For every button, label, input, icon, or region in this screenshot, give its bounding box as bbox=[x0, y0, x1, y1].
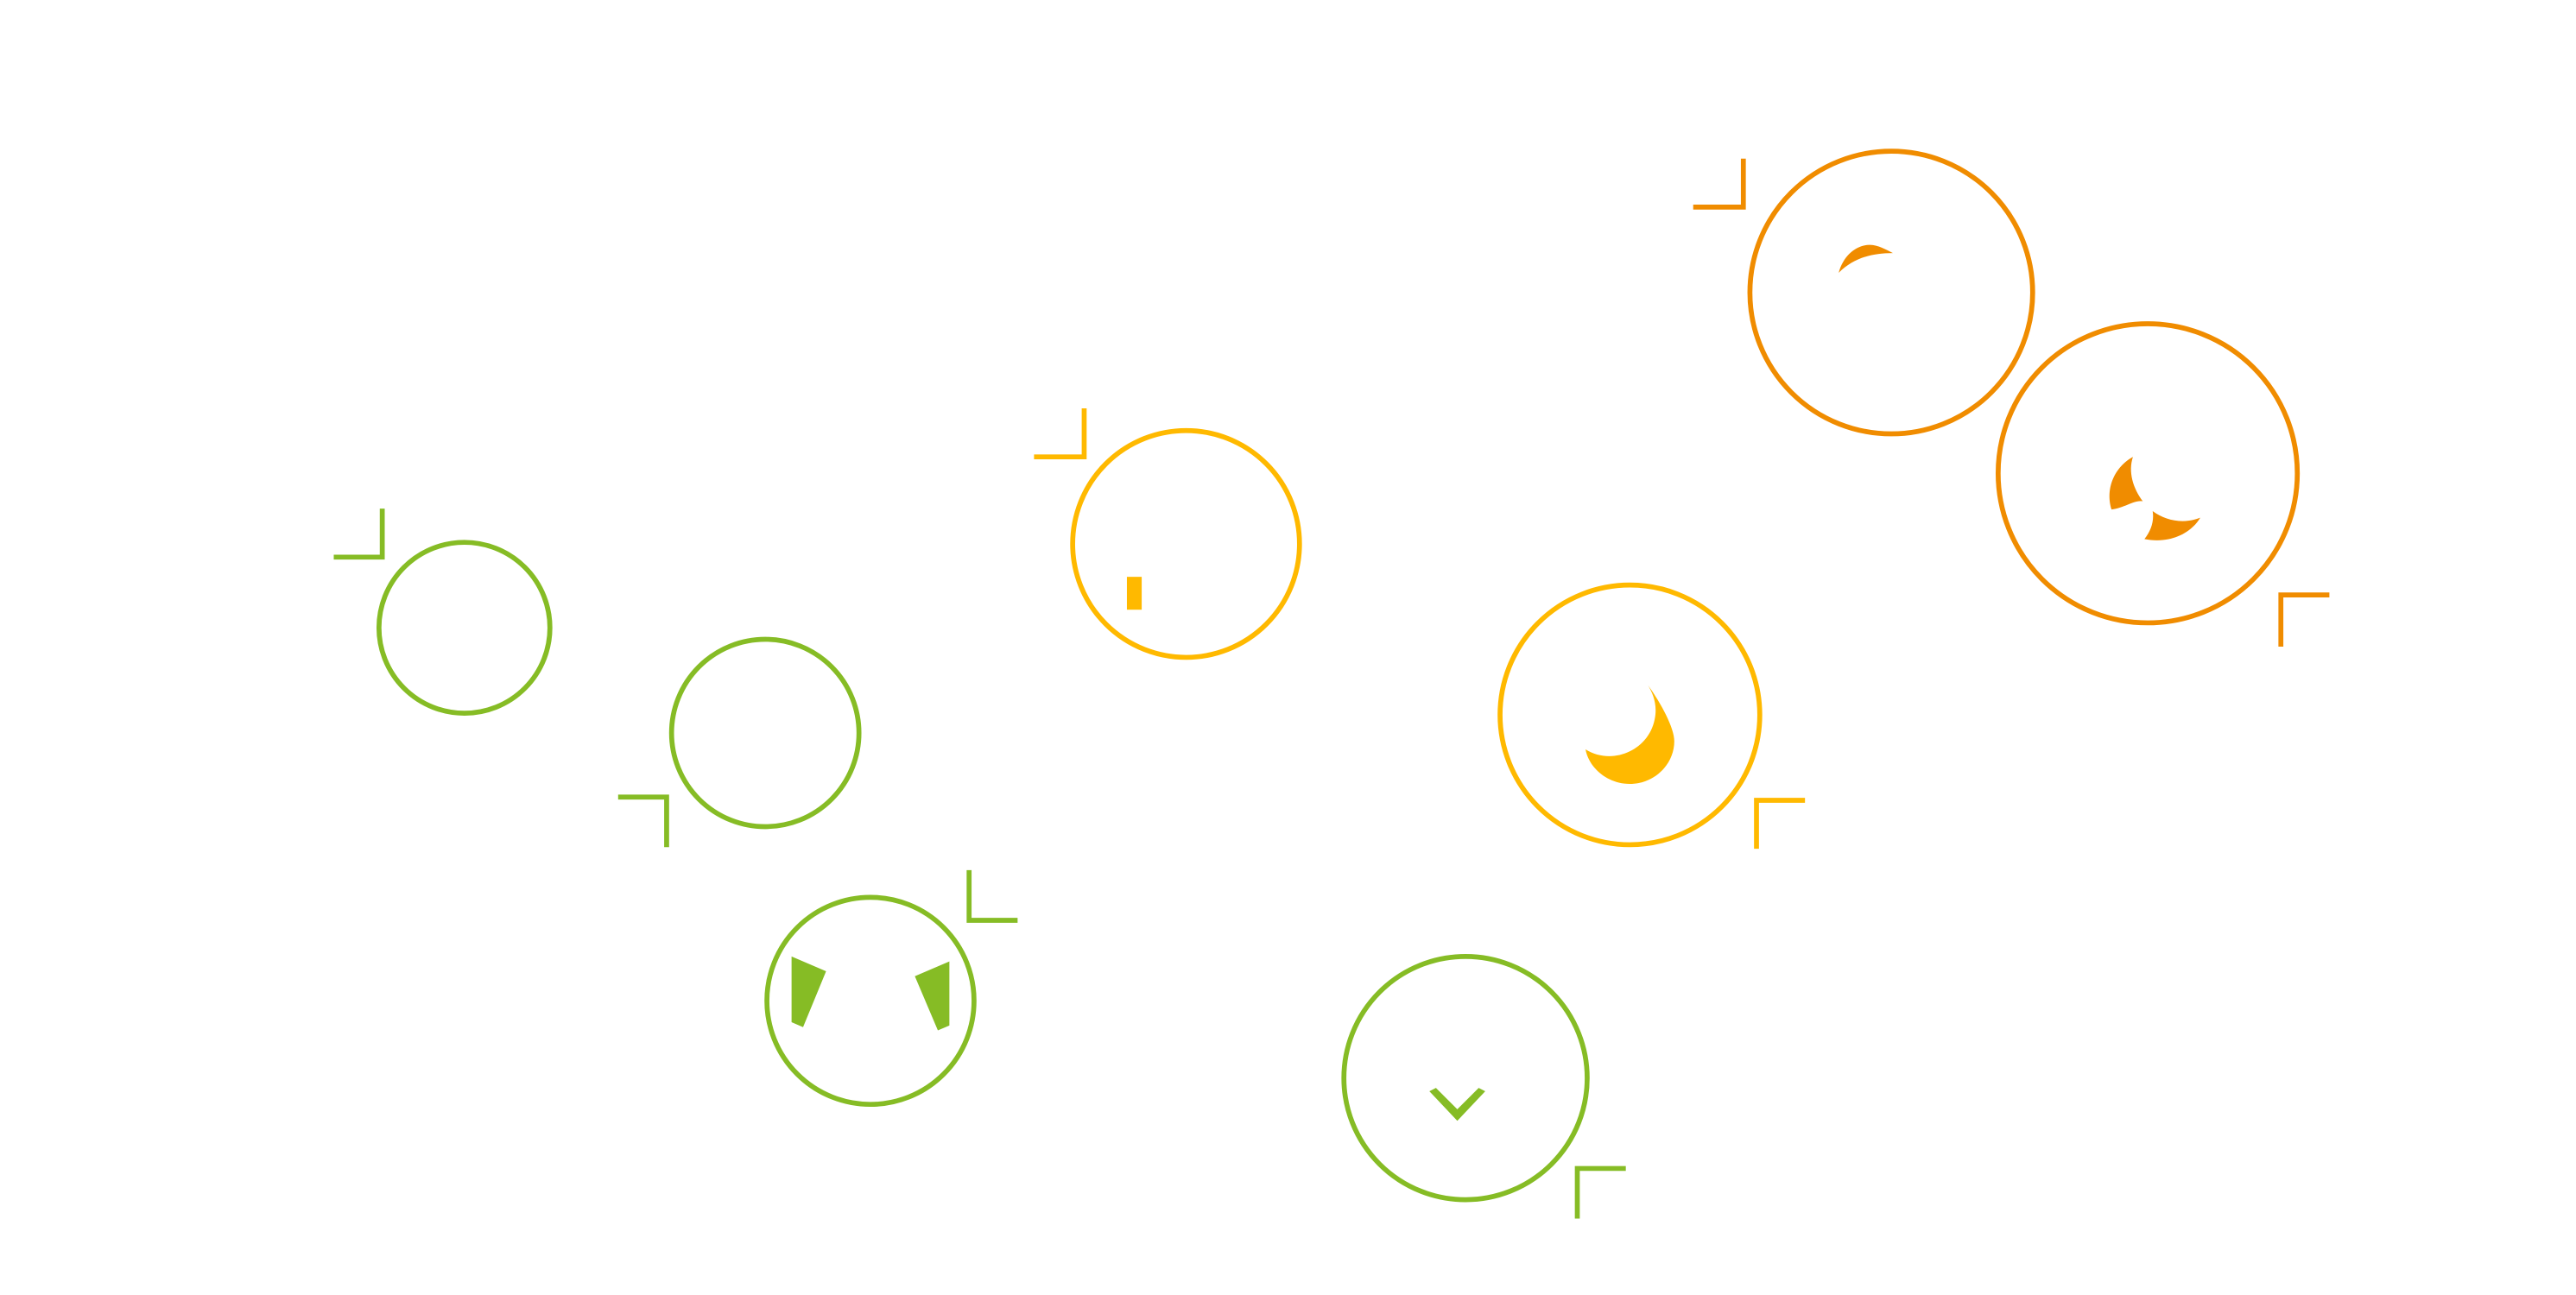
green-ring-1 bbox=[333, 509, 553, 716]
wedge-right-icon bbox=[915, 961, 950, 1031]
green-ring-2 bbox=[617, 636, 862, 848]
green-ring-1-corner bbox=[333, 509, 385, 560]
wedge-left-icon bbox=[791, 956, 826, 1027]
orange-ring-2 bbox=[1995, 321, 2330, 648]
yellow-ring-2 bbox=[1497, 582, 1806, 850]
orange-ring-2-circle bbox=[1995, 321, 2301, 626]
yin-yang-upper-fragment-icon bbox=[2109, 457, 2143, 510]
leaf-icon bbox=[1839, 244, 1894, 273]
green-ring-4-circle bbox=[1341, 954, 1590, 1203]
green-ring-4 bbox=[1341, 954, 1626, 1219]
orange-ring-2-corner bbox=[2278, 592, 2330, 648]
chevron-down-icon bbox=[1429, 1088, 1485, 1121]
green-ring-3-circle bbox=[764, 894, 977, 1108]
yellow-ring-1-circle bbox=[1070, 427, 1302, 660]
green-ring-2-corner bbox=[617, 794, 669, 848]
yellow-ring-1 bbox=[1034, 408, 1302, 660]
green-ring-3-corner bbox=[966, 869, 1018, 923]
orange-ring-1 bbox=[1693, 148, 2035, 437]
orange-ring-1-circle bbox=[1747, 148, 2035, 437]
green-ring-4-corner bbox=[1574, 1166, 1626, 1219]
yellow-ring-1-corner bbox=[1034, 408, 1087, 460]
yellow-ring-2-circle bbox=[1497, 582, 1763, 848]
green-ring-2-circle bbox=[668, 636, 862, 830]
small-bar-icon bbox=[1126, 577, 1142, 610]
yin-yang-lower-fragment-icon bbox=[2144, 511, 2200, 540]
green-ring-3 bbox=[764, 869, 1018, 1108]
green-ring-1-circle bbox=[376, 540, 553, 716]
crescent-moon-icon bbox=[1585, 685, 1674, 784]
yellow-ring-2-corner bbox=[1754, 798, 1806, 850]
orange-ring-1-corner bbox=[1693, 158, 1746, 210]
